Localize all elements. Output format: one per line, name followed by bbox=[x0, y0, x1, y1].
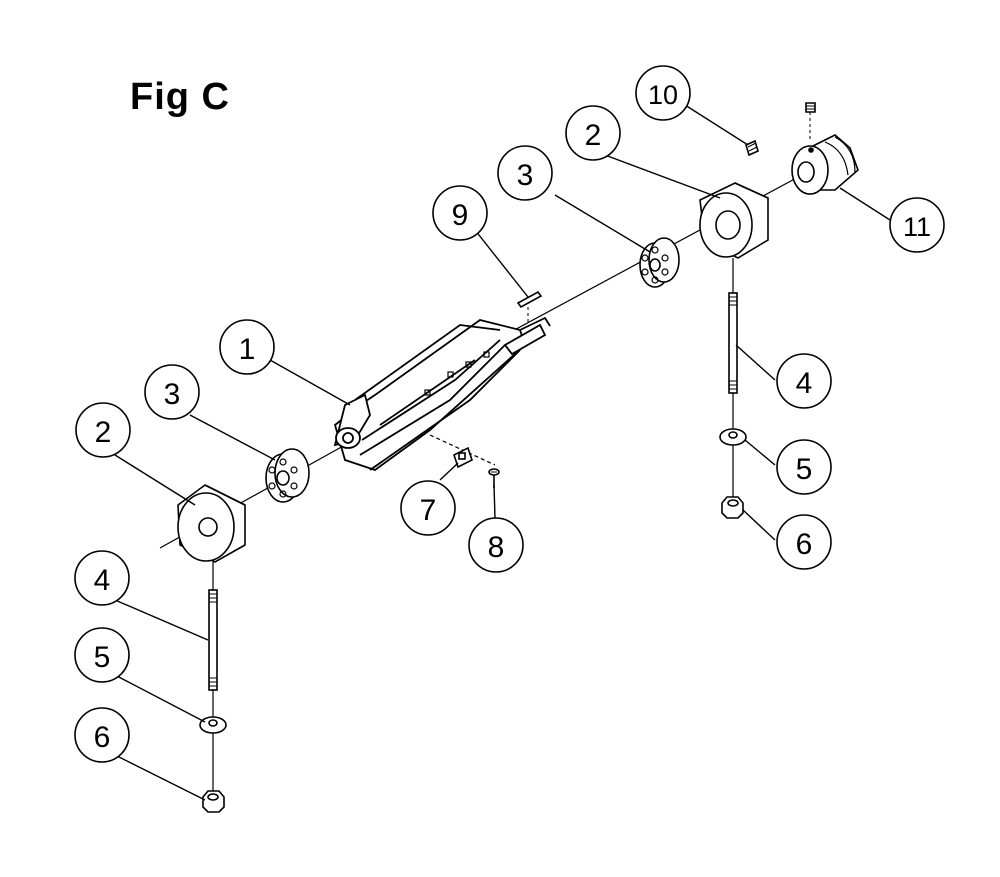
screw bbox=[488, 468, 500, 488]
callout-c11: 11 bbox=[889, 197, 945, 253]
callout-c6a: 6 bbox=[74, 707, 130, 763]
svg-text:5: 5 bbox=[796, 453, 813, 486]
svg-text:3: 3 bbox=[164, 378, 181, 411]
svg-text:7: 7 bbox=[420, 494, 437, 527]
callout-c7: 7 bbox=[400, 480, 456, 536]
gib-lock-bar bbox=[453, 446, 473, 469]
bearing-right bbox=[639, 237, 680, 288]
callout-c6b: 6 bbox=[776, 514, 832, 570]
callout-c9: 9 bbox=[432, 185, 488, 241]
pulley bbox=[791, 134, 859, 195]
bearing-housing-left bbox=[177, 484, 246, 563]
callout-c10: 10 bbox=[635, 65, 691, 121]
cutterhead-part bbox=[333, 316, 551, 472]
svg-text:4: 4 bbox=[796, 367, 813, 400]
svg-text:4: 4 bbox=[94, 564, 111, 597]
figure-title: Fig C bbox=[130, 76, 230, 118]
svg-text:6: 6 bbox=[796, 528, 813, 561]
svg-text:9: 9 bbox=[452, 199, 469, 232]
svg-text:6: 6 bbox=[94, 721, 111, 754]
svg-text:3: 3 bbox=[517, 159, 534, 192]
svg-text:2: 2 bbox=[585, 119, 602, 152]
callout-c5b: 5 bbox=[776, 439, 832, 495]
callout-c2b: 2 bbox=[565, 105, 621, 161]
svg-text:2: 2 bbox=[95, 416, 112, 449]
svg-text:11: 11 bbox=[903, 212, 931, 242]
set-screw bbox=[745, 102, 816, 157]
svg-text:8: 8 bbox=[488, 531, 505, 564]
bearing-left bbox=[265, 448, 310, 503]
hex-nut-right bbox=[721, 496, 744, 519]
callout-c4b: 4 bbox=[776, 353, 832, 409]
callout-c5a: 5 bbox=[74, 627, 130, 683]
threaded-stud-left bbox=[208, 562, 218, 800]
hex-nut-left bbox=[202, 790, 225, 813]
washer-right bbox=[719, 428, 747, 446]
callout-c3a: 3 bbox=[144, 364, 200, 420]
svg-text:5: 5 bbox=[94, 641, 111, 674]
bearing-housing-right bbox=[699, 182, 769, 259]
callout-c3b: 3 bbox=[497, 145, 553, 201]
shaft-key bbox=[516, 290, 543, 325]
callout-c8: 8 bbox=[468, 517, 524, 573]
leader-lines bbox=[114, 104, 891, 801]
washer-left bbox=[199, 716, 227, 734]
svg-text:10: 10 bbox=[648, 80, 678, 110]
svg-text:1: 1 bbox=[239, 333, 256, 366]
callout-c1: 1 bbox=[219, 319, 275, 375]
threaded-stud-right bbox=[728, 258, 738, 505]
callout-c2a: 2 bbox=[75, 402, 131, 458]
callout-c4a: 4 bbox=[74, 550, 130, 606]
